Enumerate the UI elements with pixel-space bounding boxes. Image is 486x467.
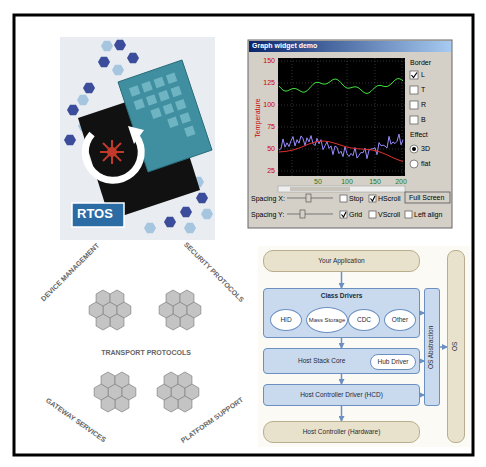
layer-heading: DEVICE MANAGEMENT bbox=[40, 242, 101, 303]
axis-label: Temperature bbox=[254, 98, 261, 137]
control-label: Grid bbox=[349, 211, 362, 218]
class-drivers-box: Class DriversHID Mass Storage CDC Other bbox=[263, 288, 420, 338]
stack-core-box: Host Stack Core Hub Driver bbox=[263, 348, 420, 374]
node-label: OS bbox=[453, 342, 460, 351]
usb-panel bbox=[258, 246, 470, 447]
node-label: Host Controller (Hardware) bbox=[303, 429, 381, 436]
grid-line bbox=[292, 58, 293, 176]
grid-line bbox=[375, 58, 376, 176]
hexagon-cell bbox=[166, 290, 180, 306]
control-label: Effect bbox=[410, 131, 428, 138]
axis-label: 25 bbox=[267, 167, 275, 174]
node-label: CDC bbox=[357, 317, 371, 324]
connector-arrow bbox=[440, 346, 447, 348]
control-label: VScroll bbox=[378, 211, 400, 218]
os-bar: OS bbox=[447, 250, 465, 443]
driver-oval: CDC bbox=[348, 309, 380, 331]
hexagon-cell bbox=[178, 396, 192, 412]
node-label: HID bbox=[280, 317, 291, 324]
node-label: Host Controller Driver (HCD) bbox=[300, 392, 383, 399]
graph-window bbox=[248, 40, 452, 228]
hardware-box: Host Controller (Hardware) bbox=[263, 421, 420, 443]
grid-line bbox=[347, 58, 348, 176]
axis-label: 150 bbox=[369, 178, 381, 185]
control-label: Left align bbox=[414, 211, 442, 218]
hexagon-cell bbox=[115, 396, 129, 412]
hexagon-cell bbox=[110, 290, 124, 306]
layer-heading: GATEWAY SERVICES bbox=[45, 397, 107, 444]
node-label: Mass Storage bbox=[309, 317, 345, 323]
control-label: B bbox=[421, 116, 426, 123]
rtos-icon bbox=[60, 37, 215, 240]
hcd-box: Host Controller Driver (HCD) bbox=[263, 384, 420, 406]
axis-label: 50 bbox=[314, 178, 322, 185]
hexagon-cell bbox=[96, 290, 110, 306]
driver-oval: HID bbox=[270, 309, 302, 331]
control-label: 3D bbox=[421, 145, 430, 152]
node-label: OS Abstraction bbox=[429, 325, 436, 368]
hexagon-clusters bbox=[89, 290, 201, 412]
grid-line bbox=[278, 127, 405, 128]
axis-label: 200 bbox=[395, 178, 407, 185]
layer-heading: TRANSPORT PROTOCOLS bbox=[101, 349, 191, 356]
connector-arrow bbox=[341, 338, 343, 348]
logo-text: RTOS bbox=[77, 207, 113, 220]
control-label: HScroll bbox=[378, 195, 401, 202]
axis-label: 100 bbox=[341, 178, 353, 185]
control-label: T bbox=[421, 86, 425, 93]
hexagon-cell bbox=[180, 290, 194, 306]
axis-label: 50 bbox=[267, 145, 275, 152]
grid-line bbox=[318, 58, 319, 176]
data-curve bbox=[279, 79, 403, 94]
node-label: Other bbox=[392, 317, 408, 324]
node-label: Host Stack Core bbox=[298, 358, 345, 365]
control-label: Border bbox=[410, 59, 431, 66]
control-label: R bbox=[421, 101, 426, 108]
hexagon-cell bbox=[164, 372, 178, 388]
node-label: Class Drivers bbox=[321, 293, 363, 300]
axis-label: 75 bbox=[267, 123, 275, 130]
control-label: flat bbox=[421, 160, 430, 167]
data-curve bbox=[279, 141, 403, 161]
grid-line bbox=[402, 58, 403, 176]
grid-line bbox=[278, 105, 405, 106]
hexagon-cell bbox=[101, 372, 115, 388]
connector-arrow bbox=[341, 406, 343, 421]
connector-arrow bbox=[341, 374, 343, 384]
grid-line bbox=[278, 171, 405, 172]
connector-arrow bbox=[341, 272, 343, 288]
hub-driver-pill: Hub Driver bbox=[370, 354, 416, 370]
control-label: Spacing X: bbox=[251, 195, 285, 202]
os-abstraction-bar: OS Abstraction bbox=[424, 288, 440, 406]
axis-label: 125 bbox=[263, 79, 275, 86]
control-label: Stop bbox=[349, 195, 363, 202]
grid-line bbox=[278, 61, 405, 62]
axis-label: 150 bbox=[263, 57, 275, 64]
control-label: Full Screen bbox=[409, 194, 444, 201]
control-label: L bbox=[421, 71, 425, 78]
node-label: Your Application bbox=[318, 258, 364, 265]
driver-oval: Other bbox=[384, 309, 416, 331]
hexagon-cell bbox=[115, 372, 129, 388]
data-curve bbox=[279, 134, 403, 159]
axis-label: 100 bbox=[263, 101, 275, 108]
hexagon-cell bbox=[178, 372, 192, 388]
driver-oval: Mass Storage bbox=[306, 307, 348, 333]
frame bbox=[14, 15, 473, 455]
app-box: Your Application bbox=[263, 250, 420, 272]
control-label: Spacing Y: bbox=[251, 211, 284, 218]
node-label: Hub Driver bbox=[377, 359, 408, 366]
window-title: Graph widget demo bbox=[252, 42, 317, 49]
hexagon-cell bbox=[110, 314, 124, 330]
hexagon-cell bbox=[180, 314, 194, 330]
